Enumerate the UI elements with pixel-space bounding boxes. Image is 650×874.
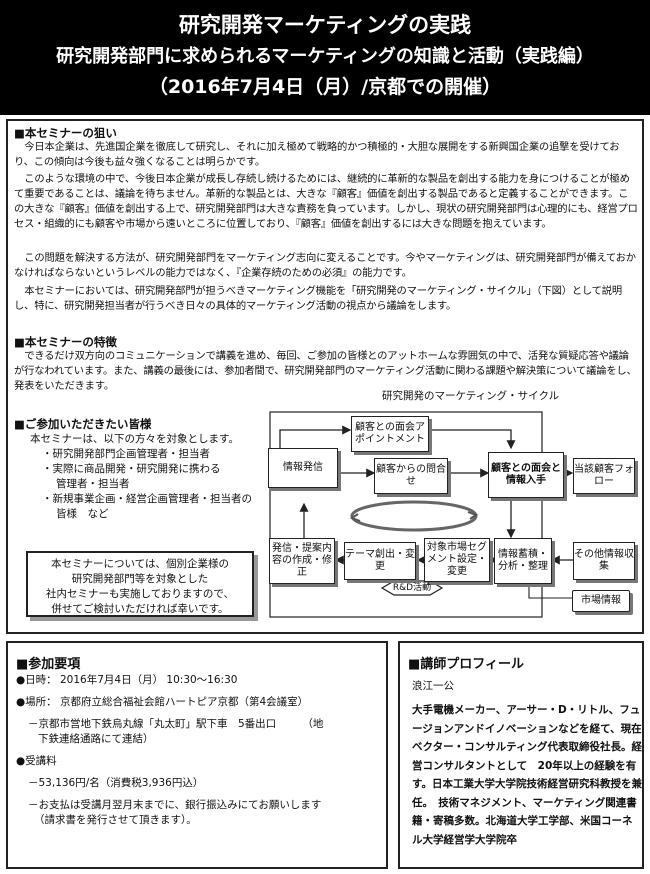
arrow-info-to-appt [279,425,352,448]
rd-activity-shape [380,580,444,596]
seminar-date-place: （2016年7月4日（月）/京都での開催） [148,76,502,98]
seminar-description-box [6,119,644,634]
notice-line: 研究開発部門等を対象とした [71,573,209,585]
notice-line: 社内セミナーも実施しておりますので、 [46,588,234,600]
market-info-box: 市場情報 [572,590,630,612]
audience-list: 本セミナーは、以下の方々を対象とします。 ・研究開発部門企画管理者・担当者 ・実… [30,432,260,522]
overview-box: ■参加要項 ●日時： 2016年7月4日（月） 10:30～16:30 ●場所：… [6,641,388,869]
info-accumulation-box: 情報蓄積・分析・整理 [494,538,552,584]
instructor-bio: 大手電機メーカー、アーサー・D・リトル、フュージョンアンドイノベーションなどを経… [412,704,642,846]
rotation-arrowhead [467,511,479,520]
notice-line: 本セミナーについては、個別企業様の [51,558,229,570]
cycle-frame [269,411,543,618]
theme-creation-box: テーマ創出・変更 [344,542,416,580]
instructor-name: 浪江一公 [412,680,454,692]
audience-item-cont: 管理者・担当者 [56,478,130,490]
instructor-profile-box: ■講師プロフィール 浪江一公 大手電機メーカー、アーサー・D・リトル、フュージョ… [398,641,644,869]
overview-payment-cont: （請求書を発行させて頂きます）。 [34,814,197,826]
rotation-arrowhead [349,513,361,522]
audience-item: ・研究開発部門企画管理者・担当者 [42,448,210,460]
rd-activity-label: R&D活動 [392,583,432,593]
arrow-to-market-info [528,586,572,599]
audience-heading: ■ご参加いただきたい皆様 [14,417,152,431]
audience-item: ・実際に商品開発・研究開発に携わる [42,463,221,475]
aim-paragraph-4: 本セミナーにおいては、研究開発部門が担うべきマーケティング機能を「研究開発のマー… [14,285,622,312]
overview-access: －京都市営地下鉄烏丸線「丸太町」駅下車 5番出口 （地 [28,718,324,730]
aim-paragraph-1: 今日本企業は、先進国企業を徹底して研究し、それに加え極めて戦略的かつ積極的・大胆… [14,141,620,168]
target-segment-box: 対象市場セグメント設定・変更 [424,538,490,582]
notice-line: 併せてご検討いただければ幸いです。 [51,603,229,615]
seminar-subtitle: 研究開発部門に求められるマーケティングの知識と活動（実践編） [56,46,594,67]
profile-heading: ■講師プロフィール [408,657,525,672]
customer-inquiry-box: 顧客からの問合せ [374,458,448,494]
cycle-title: 研究開発のマーケティング・サイクル [382,390,560,402]
aim-paragraph-3: この問題を解決する方法が、研究開発部門をマーケティング志向に変えることです。今や… [14,252,636,279]
overview-access-cont: 下鉄連絡通路にて連結） [38,733,154,745]
audience-item-cont: 皆様 など [56,508,109,520]
overview-heading: ■参加要項 [16,657,81,672]
feature-heading: ■本セミナーの特徴 [14,335,117,349]
inhouse-seminar-notice: 本セミナーについては、個別企業様の 研究開発部門等を対象とした 社内セミナーも実… [26,551,254,617]
title-banner: 研究開発マーケティングの実践 研究開発部門に求められるマーケティングの知識と活動… [0,0,650,115]
customer-meeting-box: 顧客との面会と情報入手 [488,452,564,498]
audience-item: ・新規事業企画・経営企画管理者・担当者の [42,493,252,505]
overview-place: ●場所： 京都府立総合福祉会館ハートピア京都（第4会議室） [16,696,309,708]
overview-payment: －お支払は受講月翌月末までに、銀行振込みにてお願いします [28,799,322,811]
overview-fee-title: ●受講料 [16,755,57,767]
arrow-appt-to-meet [428,429,516,450]
seminar-title: 研究開発マーケティングの実践 [178,13,472,37]
proposal-creation-box: 発信・提案内容の作成・修正 [269,538,335,584]
overview-date: ●日時： 2016年7月4日（月） 10:30～16:30 [16,674,238,686]
customer-follow-box: 当該顧客フォロー [573,458,635,494]
feature-paragraph: できるだけ双方向のコミュニケーションで講義を進め、毎回、ご参加の皆様とのアットホ… [14,350,637,392]
overview-fee: －53,136円/名（消費税3,936円込） [28,777,204,789]
cycle-arrows [269,411,574,618]
aim-paragraph-2: このような環境の中で、今後日本企業が成長し存続し続けるためには、継続的に革新的な… [14,173,638,230]
other-info-box: その他情報収集 [573,542,635,580]
aim-heading: ■本セミナーの狙い [14,126,117,140]
customer-appointment-box: 顧客との面会アポイントメント [351,416,429,452]
audience-intro: 本セミナーは、以下の方々を対象とします。 [30,433,239,445]
rotation-ring [350,500,478,532]
info-send-box: 情報発信 [268,448,338,488]
marketing-cycle-diagram: 研究開発のマーケティング・サイクル 顧客との面会アポイントメント 情報発信 顧客… [254,388,640,623]
